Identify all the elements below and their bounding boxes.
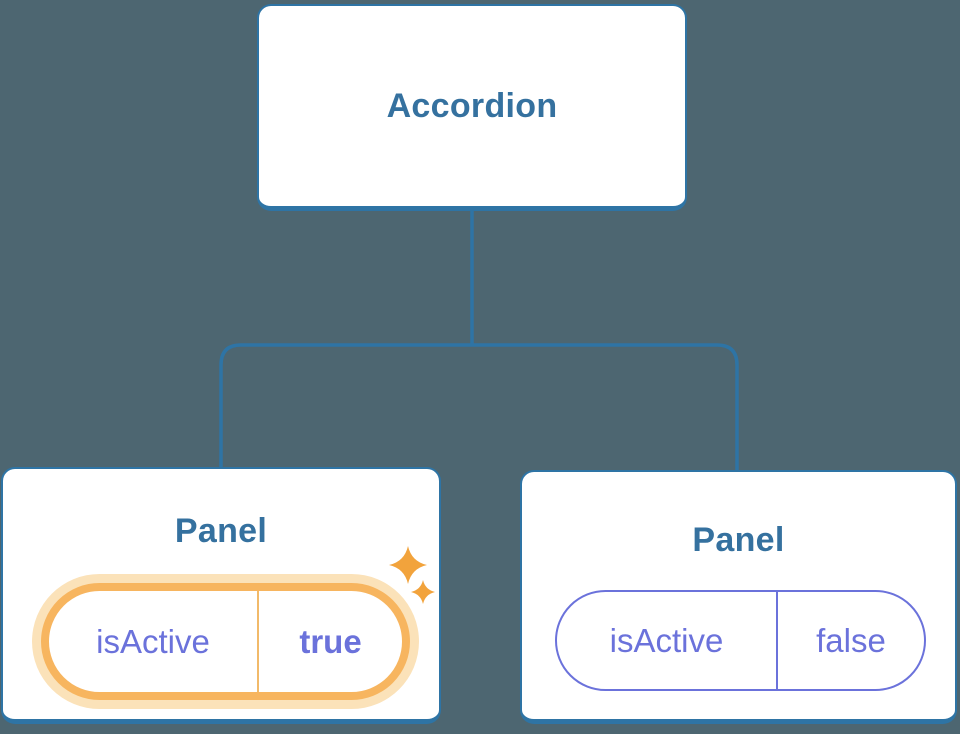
- sparkle-large-icon: [389, 546, 427, 584]
- prop-name-label: isActive: [49, 591, 259, 692]
- sparkle-small-icon: [411, 580, 435, 604]
- panel-node-active: Panel isActive true: [1, 467, 441, 724]
- connector-branch: [219, 343, 739, 474]
- prop-value-label: true: [299, 623, 362, 660]
- sparkles-icon: [389, 546, 435, 604]
- panel-inactive-title: Panel: [692, 521, 785, 559]
- prop-pill-inactive: isActive false: [555, 590, 926, 691]
- prop-pill-active: isActive true: [41, 583, 410, 700]
- panel-node-inactive: Panel isActive false: [520, 470, 957, 724]
- accordion-root-label: Accordion: [386, 87, 558, 125]
- accordion-root-node: Accordion: [257, 4, 687, 211]
- panel-active-title: Panel: [174, 512, 268, 550]
- prop-value-label: false: [816, 622, 886, 659]
- prop-name-label: isActive: [557, 592, 778, 689]
